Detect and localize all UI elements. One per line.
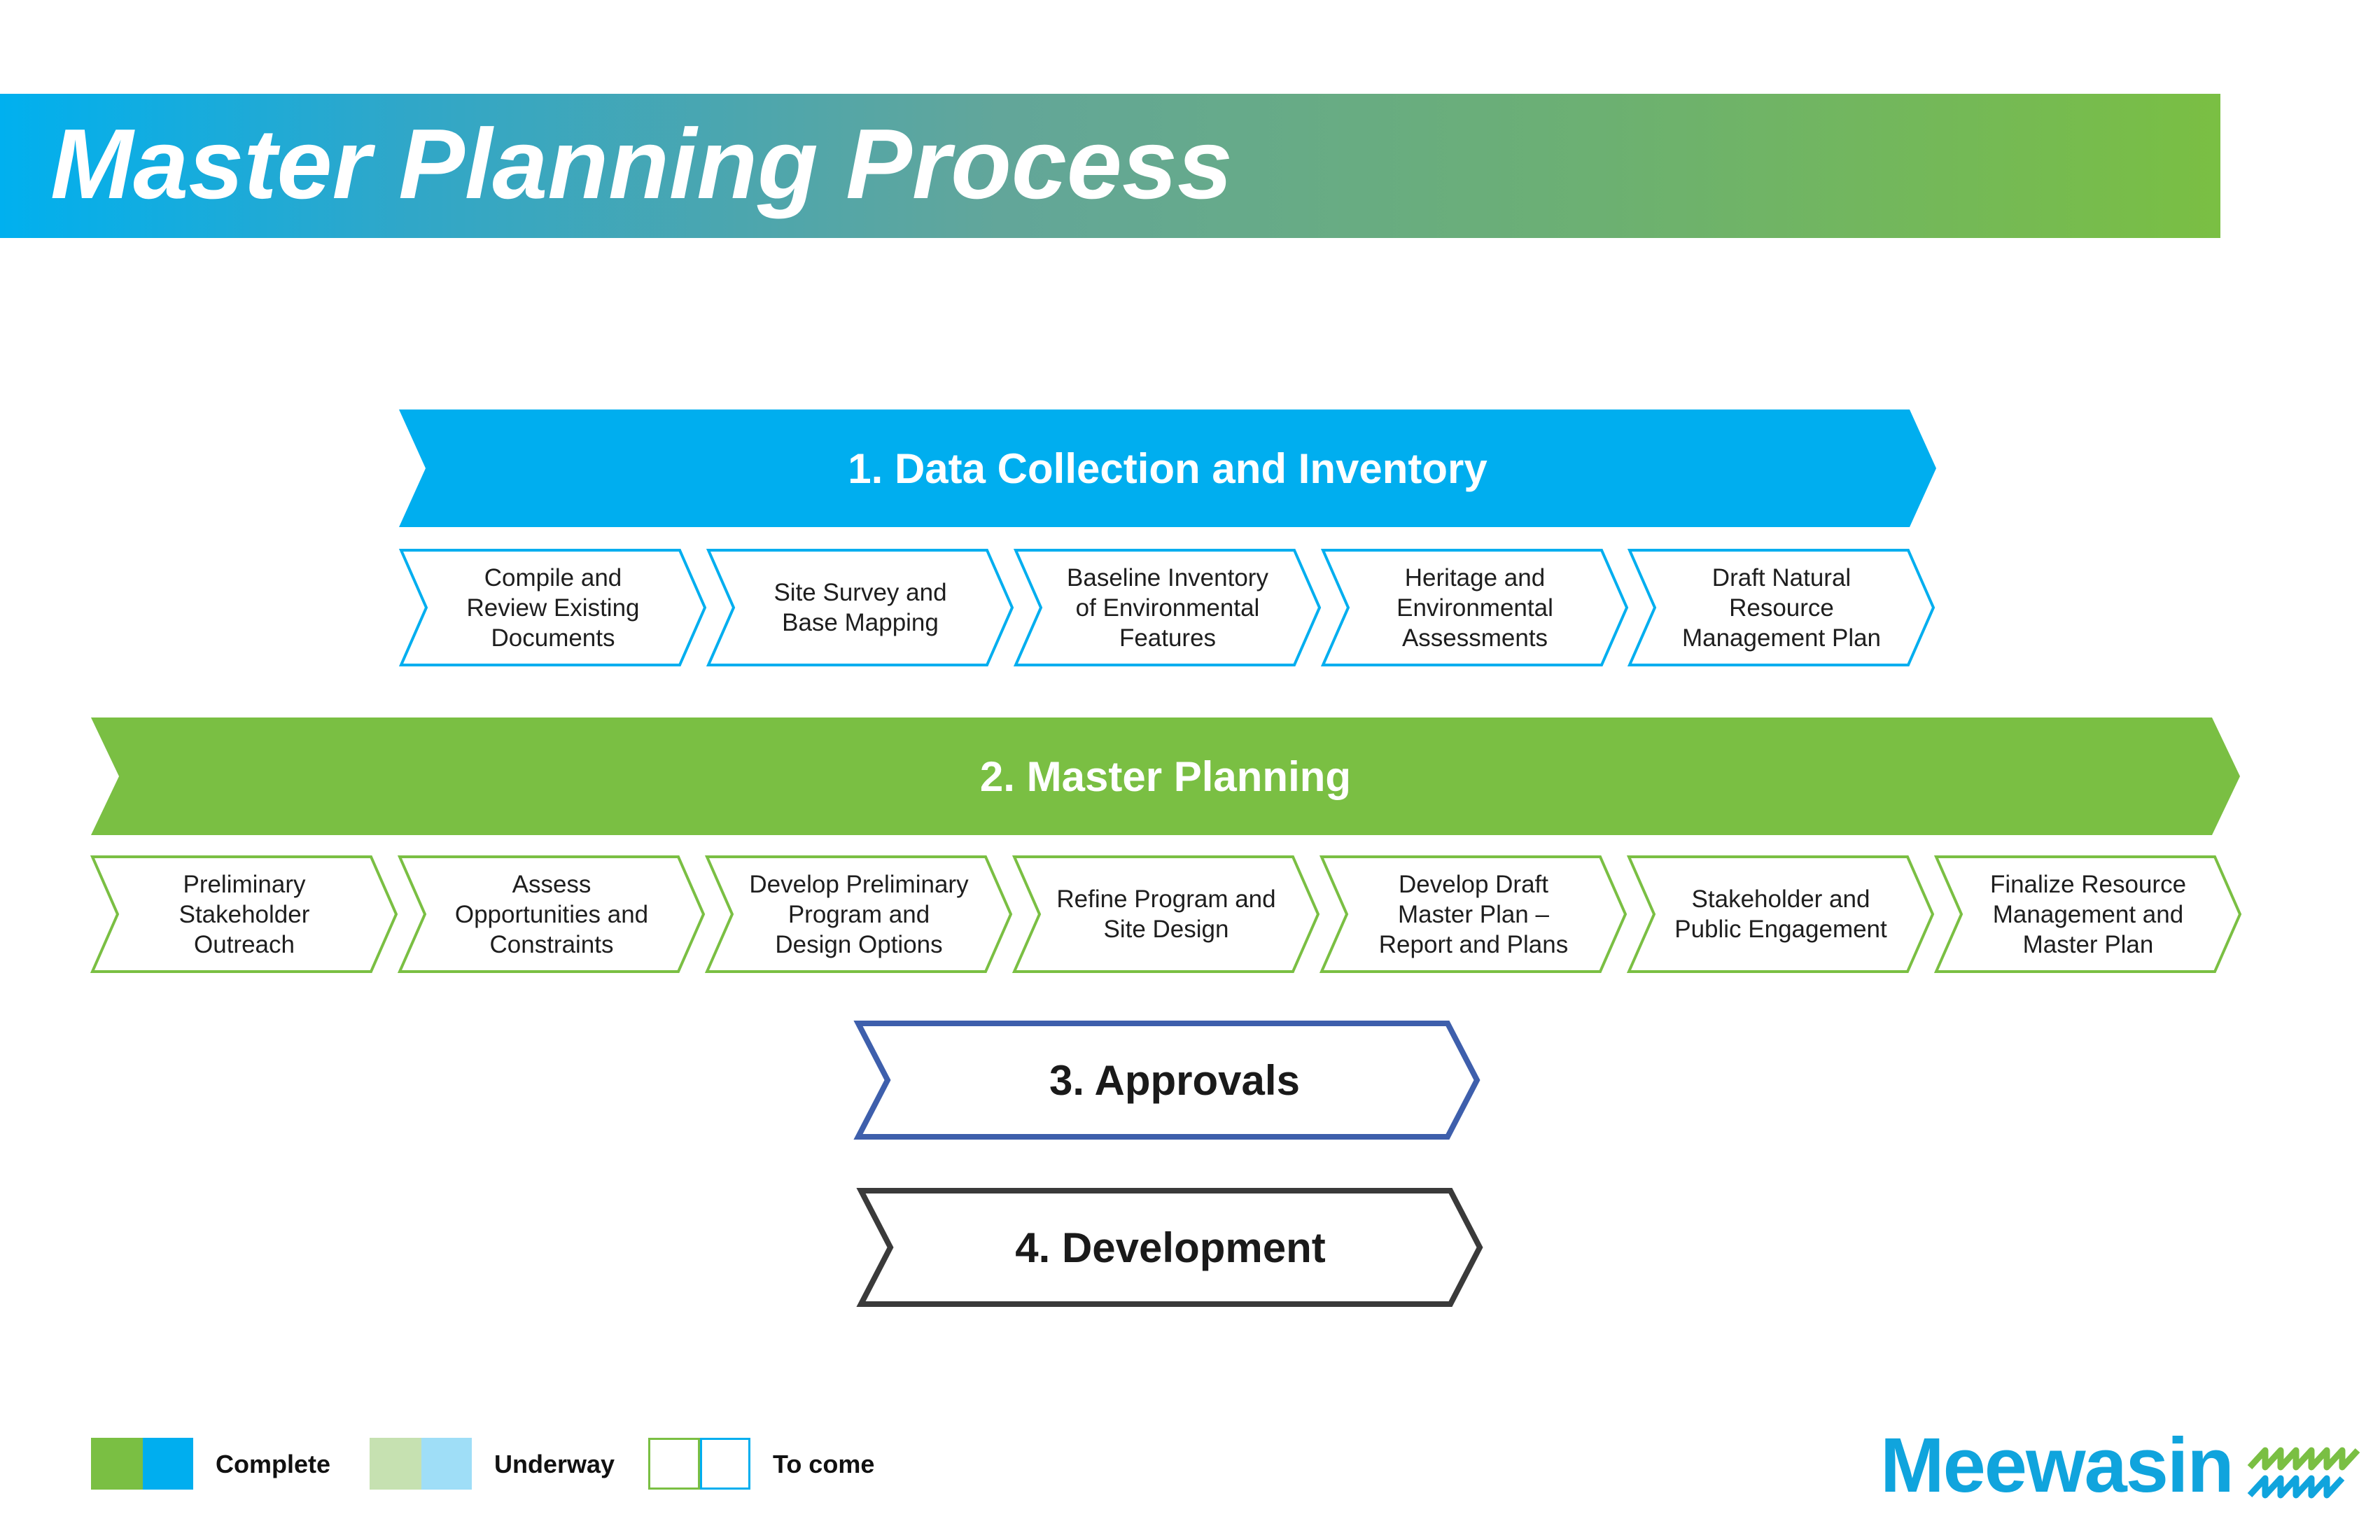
phase-2-step-2-label: Assess Opportunities and Constraints	[454, 870, 649, 958]
phase-1-step-1: Compile and Review Existing Documents	[398, 549, 707, 666]
phase-1-step-1-label: Compile and Review Existing Documents	[466, 564, 640, 652]
phase-1-step-3: Baseline Inventory of Environmental Feat…	[1013, 549, 1322, 666]
phase-1-step-2-shape	[706, 549, 1014, 666]
phase-2-step-1-shape	[90, 855, 398, 973]
phase-2-step-5: Develop Draft Master Plan – Report and P…	[1319, 855, 1628, 973]
logo-text: Meewasin	[1880, 1422, 2234, 1508]
phase-2-banner: 2. Master Planning	[91, 718, 2240, 835]
phase-2-step-6-label: Stakeholder and Public Engagement	[1674, 886, 1887, 943]
legend-label-underway: Underway	[494, 1450, 615, 1478]
phase-3-approvals: 3. Approvals	[853, 1021, 1480, 1140]
phase-1-step-2: Site Survey and Base Mapping	[706, 549, 1014, 666]
legend-swatch-underway-green	[370, 1438, 421, 1490]
phase-1-step-4-shape	[1320, 549, 1629, 666]
phase-1-step-3-shape	[1013, 549, 1322, 666]
legend-swatch-tocome-green	[648, 1438, 700, 1490]
legend-swatch-complete-green	[91, 1438, 143, 1490]
meewasin-logo: Meewasin	[1880, 1424, 2363, 1508]
phase-2-step-4-label: Refine Program and Site Design	[1056, 886, 1276, 943]
phase-1-banner-label: 1. Data Collection and Inventory	[848, 444, 1488, 492]
phase-2-banner-shape	[91, 718, 2240, 835]
phase-1-banner: 1. Data Collection and Inventory	[399, 410, 1936, 527]
phase-4-development-shape	[856, 1188, 1483, 1307]
phase-2-step-5-shape	[1319, 855, 1628, 973]
legend-swatch-complete-blue	[143, 1438, 193, 1490]
phase-2-step-3-shape	[704, 855, 1013, 973]
page-title: Master Planning Process	[50, 108, 1233, 220]
legend-swatch-tocome-blue	[700, 1438, 750, 1490]
phase-2-step-4-shape	[1011, 855, 1320, 973]
phase-4-development-label: 4. Development	[1015, 1224, 1326, 1271]
phase-2-step-7: Finalize Resource Management and Master …	[1933, 855, 2242, 973]
phase-1-step-3-label: Baseline Inventory of Environmental Feat…	[1067, 564, 1268, 652]
legend-label-complete: Complete	[216, 1450, 331, 1478]
phase-2-step-7-shape	[1933, 855, 2242, 973]
phase-3-approvals-shape	[853, 1021, 1480, 1140]
legend-label-tocome: To come	[773, 1450, 875, 1478]
phase-3-approvals-label: 3. Approvals	[1049, 1056, 1300, 1104]
phase-2-step-5-label: Develop Draft Master Plan – Report and P…	[1378, 870, 1569, 958]
phase-2-step-3: Develop Preliminary Program and Design O…	[704, 855, 1013, 973]
meewasin-waves-icon	[2247, 1447, 2360, 1499]
phase-2-step-6-shape	[1626, 855, 1935, 973]
phase-2-step-2: Assess Opportunities and Constraints	[397, 855, 706, 973]
phase-1-step-5-shape	[1627, 549, 1935, 666]
legend-swatch-underway-blue	[421, 1438, 472, 1490]
phase-1-step-2-label: Site Survey and Base Mapping	[774, 579, 947, 636]
phase-4-development: 4. Development	[856, 1188, 1483, 1307]
phase-1-step-1-shape	[398, 549, 707, 666]
phase-1-step-4-label: Heritage and Environmental Assessments	[1396, 564, 1553, 652]
phase-2-step-1-label: Preliminary Stakeholder Outreach	[178, 870, 310, 958]
phase-1-banner-shape	[399, 410, 1936, 527]
phase-1-step-4: Heritage and Environmental Assessments	[1320, 549, 1629, 666]
phase-2-step-4: Refine Program and Site Design	[1011, 855, 1320, 973]
phase-2-step-3-label: Develop Preliminary Program and Design O…	[749, 870, 969, 958]
phase-2-banner-label: 2. Master Planning	[979, 752, 1352, 800]
title-banner: Master Planning Process	[0, 94, 2220, 238]
phase-1-step-5: Draft Natural Resource Management Plan	[1627, 549, 1935, 666]
phase-1-step-5-label: Draft Natural Resource Management Plan	[1681, 564, 1882, 652]
phase-2-step-1: Preliminary Stakeholder Outreach	[90, 855, 398, 973]
phase-2-step-2-shape	[397, 855, 706, 973]
phase-2-step-7-label: Finalize Resource Management and Master …	[1989, 870, 2187, 958]
phase-2-step-6: Stakeholder and Public Engagement	[1626, 855, 1935, 973]
